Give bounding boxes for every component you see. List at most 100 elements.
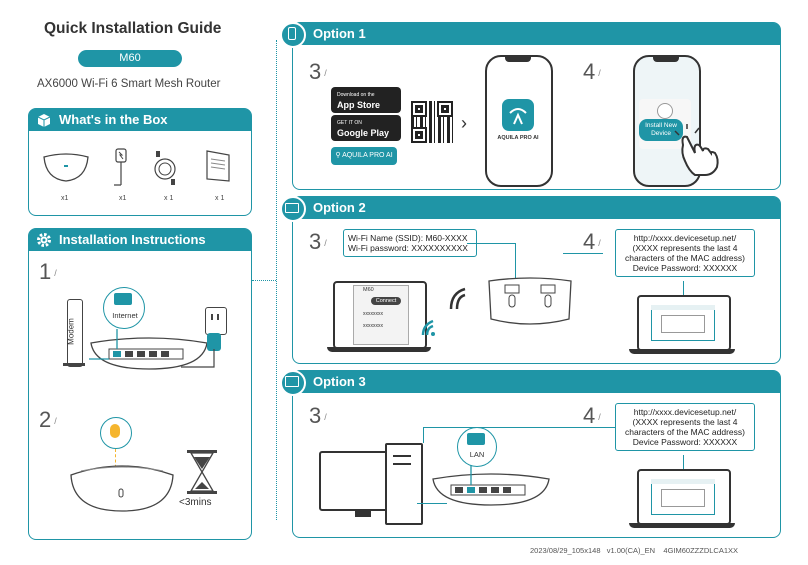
led-light-icon: [110, 424, 120, 438]
setup-time-label: <3mins: [179, 497, 212, 508]
setup-url-text: http://xxxx.devicesetup.net/: [633, 233, 737, 243]
wifi-signal-icon: [449, 287, 466, 310]
step-2-number: 2/: [39, 407, 57, 432]
doc-qty: x 1: [215, 195, 225, 202]
option-3-panel: Option 3 3/ 4/ LAN http://xxxx.deviceset…: [292, 370, 781, 538]
app-name-label: AQUILA PRO AI: [497, 135, 539, 141]
url-pointer-drop: [683, 281, 684, 295]
cable-qty: x 1: [164, 195, 174, 202]
router-bottom-label: [488, 277, 572, 325]
modem-label: Modem: [66, 318, 76, 345]
url-pointer-line: [423, 427, 615, 428]
ethernet-port-icon: [467, 433, 485, 445]
option-1-step-4: 4/: [583, 59, 601, 84]
option-3-step-4: 4/: [583, 403, 601, 428]
wifi-signal-icon: [421, 319, 435, 336]
ethernet-cable-icon: [154, 151, 176, 185]
option-2-panel: Option 2 3/ 4/ Wi-Fi Name (SSID): M60-XX…: [292, 196, 781, 364]
app-store-text: App Store: [337, 100, 381, 110]
footer-code: 2023/08/29_105x148 v1.00(CA)_EN 4GIM60ZZ…: [530, 546, 739, 555]
power-adapter-icon: [114, 148, 127, 186]
document-icon: [206, 150, 230, 182]
laptop-icon: [285, 203, 299, 213]
tower-slot: [393, 455, 411, 457]
internet-label: Internet: [112, 311, 138, 320]
option-1-header: [293, 23, 780, 45]
pointing-hand-icon: [674, 124, 719, 176]
google-play-text: Google Play: [337, 128, 390, 138]
installation-title: Installation Instructions: [59, 232, 206, 247]
option-2-laptop-badge: [280, 196, 306, 222]
router-front: [70, 465, 174, 512]
option-1-title: Option 1: [313, 26, 366, 41]
add-device-icon: [657, 103, 673, 119]
wifi-network-item[interactable]: xxxxxxxx: [363, 311, 383, 317]
whats-in-the-box-header: What's in the Box: [29, 109, 251, 131]
setup-url-label: http://xxxx.devicesetup.net/ (XXXX repre…: [615, 403, 755, 451]
wifi-network-item[interactable]: xxxxxxxx: [363, 323, 383, 329]
laptop-base: [327, 347, 431, 352]
setup-url-label: http://xxxx.devicesetup.net/ (XXXX repre…: [615, 229, 755, 277]
step-1-number: 1/: [39, 259, 57, 284]
option-2-step-3: 3/: [309, 229, 327, 254]
browser-content: [661, 489, 705, 507]
product-subtitle: AX6000 Wi-Fi 6 Smart Mesh Router: [37, 78, 221, 90]
power-cord: [181, 349, 215, 368]
aquila-search-button[interactable]: ⚲ AQUILA PRO AI: [331, 147, 397, 165]
lan-cable-line: [417, 503, 447, 504]
hourglass-icon: [187, 450, 217, 494]
phone-app-screen: [485, 55, 553, 187]
modem-base: [63, 363, 85, 366]
phone-icon: [288, 27, 296, 40]
install-new-device-button[interactable]: Install New Device: [639, 119, 683, 141]
setup-url-note: characters of the MAC address): [625, 427, 745, 437]
power-outlet: [205, 307, 227, 335]
qr-finder-tl: [411, 101, 427, 117]
browser-titlebar: [651, 479, 715, 484]
browser-titlebar: [651, 305, 715, 310]
ssid-pointer-line: [467, 243, 515, 244]
setup-url-text: http://xxxx.devicesetup.net/: [633, 407, 737, 417]
option-3-header: [293, 371, 780, 393]
whats-in-the-box-panel: What's in the Box x1 x1 x 1 x 1: [28, 108, 252, 216]
url-pointer-drop: [423, 427, 424, 443]
device-password-text: Device Password: XXXXXX: [632, 437, 738, 447]
connector-line: [252, 280, 276, 281]
ssid-text: Wi-Fi Name (SSID): M60-XXXX: [348, 233, 468, 243]
setup-url-note: (XXXX represents the last 4: [632, 243, 738, 253]
router-rear: [432, 465, 550, 506]
router-icon: [43, 153, 89, 182]
chevron-right-icon: ›: [461, 113, 467, 133]
modem-device: [67, 299, 83, 367]
option-3-desktop-badge: [280, 370, 306, 396]
option-2-step-4: 4/: [583, 229, 601, 254]
wifi-list-panel: [353, 285, 409, 345]
option-1-panel: Option 1 3/ 4/ Download on the App Store…: [292, 22, 781, 190]
setup-url-note: (XXXX represents the last 4: [632, 417, 738, 427]
desktop-icon: [285, 376, 299, 387]
gear-icon: [37, 233, 51, 247]
option-2-header: [293, 197, 780, 219]
ethernet-port-icon: [114, 293, 132, 305]
connector-line-vertical: [276, 40, 277, 520]
option-3-title: Option 3: [313, 374, 366, 389]
phone-notch: [653, 57, 679, 62]
google-play-small-text: GET IT ON: [337, 120, 362, 126]
router-qty: x1: [61, 195, 69, 202]
power-plug-icon: [207, 333, 221, 351]
google-play-button[interactable]: GET IT ON Google Play: [331, 115, 401, 141]
adapter-qty: x1: [119, 195, 127, 202]
connect-button[interactable]: Connect: [371, 297, 401, 305]
url-pointer-drop: [683, 455, 684, 469]
option-1-step-3: 3/: [309, 59, 327, 84]
wifi-credentials-label: Wi-Fi Name (SSID): M60-XXXX Wi-Fi passwo…: [343, 229, 477, 257]
option-2-title: Option 2: [313, 200, 366, 215]
search-icon: ⚲: [335, 152, 341, 159]
browser-content: [661, 315, 705, 333]
installation-header: Installation Instructions: [29, 229, 251, 251]
app-store-small-text: Download on the: [337, 92, 375, 98]
app-store-button[interactable]: Download on the App Store: [331, 87, 401, 113]
outlet-slot: [211, 314, 213, 320]
wifi-network-m60[interactable]: M60: [363, 287, 374, 293]
led-pointer: [115, 449, 116, 473]
